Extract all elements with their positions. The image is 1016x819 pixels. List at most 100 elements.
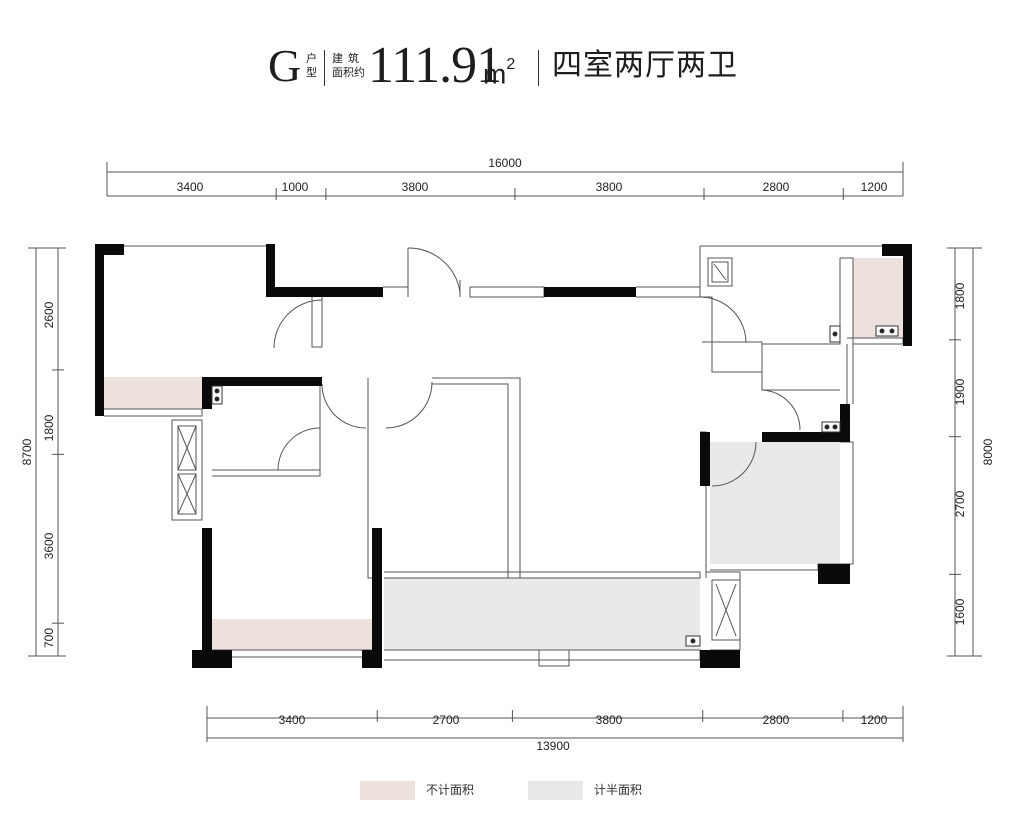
title-divider <box>324 50 325 86</box>
dim-bottom-1: 3400 <box>279 713 306 727</box>
kitchen-wall <box>700 258 841 373</box>
bedroom3-door-swing <box>385 381 433 429</box>
unit-type-letter: G <box>268 40 302 91</box>
title-divider-2 <box>538 50 539 86</box>
not-counted-area-bay-window-1 <box>104 377 202 409</box>
legend-label-half-counted: 计半面积 <box>594 783 643 797</box>
bath1-door-swing <box>277 427 321 471</box>
fixture-3-dot-a <box>824 424 830 430</box>
wall-west-upper <box>95 244 104 416</box>
area-value: 111.91 <box>368 37 502 94</box>
wall-top-left-step <box>266 244 275 297</box>
side-window-pane-2 <box>177 473 197 515</box>
layout-description: 四室两厅两卫 <box>552 49 738 82</box>
wall-bottom-mid <box>372 528 382 650</box>
bedroom2-door-swing <box>321 383 367 429</box>
area-label-bottom: 面积约 <box>332 67 365 79</box>
balcony-door-swing <box>711 441 757 487</box>
hall-top-wall <box>383 248 409 297</box>
fixture-2-dot <box>832 331 838 337</box>
wall-east-upper <box>903 244 912 346</box>
side-window-frame <box>171 419 203 521</box>
corridor-wall-a <box>469 286 545 298</box>
bedroom-wall <box>212 384 321 471</box>
legend-swatch-not-counted <box>360 781 415 800</box>
dim-bottom-2: 2700 <box>433 713 460 727</box>
dim-top-3: 3800 <box>402 180 429 194</box>
wall-sw-corner <box>192 650 232 668</box>
dim-top-6: 1200 <box>861 180 888 194</box>
wall-se-foot <box>700 650 740 668</box>
dim-bottom-4: 2800 <box>763 713 790 727</box>
dim-right-3: 2700 <box>953 490 967 517</box>
fixture-3-dot-b <box>832 424 838 430</box>
partition-2 <box>432 377 521 579</box>
wall-bath-south <box>762 432 850 442</box>
wall-bedroom-mid <box>202 377 322 386</box>
wall-nw-corner <box>95 244 124 255</box>
kitchen-door-swing <box>699 296 747 343</box>
balcony-door-step <box>538 649 570 667</box>
walls <box>95 244 912 668</box>
bay-window-3-edge <box>847 337 904 345</box>
living-wall-left <box>311 297 323 348</box>
wall-bedroom-mid-v <box>202 377 212 409</box>
dim-left-4: 700 <box>42 628 56 648</box>
dim-top-5: 2800 <box>763 180 790 194</box>
wall-top-center <box>544 287 636 297</box>
dim-left-1: 2600 <box>42 301 56 328</box>
area-fills <box>104 258 903 650</box>
legend-label-not-counted: 不计面积 <box>426 783 475 797</box>
dim-right-total: 8000 <box>981 438 995 465</box>
half-counted-area-balcony-2 <box>710 442 840 564</box>
wall-bath-east <box>840 404 850 442</box>
dim-top-total: 16000 <box>488 156 522 170</box>
not-counted-area-bay-window-3 <box>212 619 372 650</box>
plan-title: G 户 型 建 筑 面积约 111.91 m2 四室两厅两卫 <box>0 38 1016 98</box>
fixture-4-dot-b <box>889 328 895 334</box>
unit-type-suffix-bottom: 型 <box>306 67 317 79</box>
dimension-ticks <box>52 188 961 722</box>
dim-left-total: 8700 <box>20 438 34 465</box>
side-window <box>171 257 741 641</box>
fixture-1-dot-a <box>214 388 220 394</box>
bath2-door-swing <box>761 389 801 431</box>
dim-right-1: 1800 <box>953 282 967 309</box>
fixture-4-dot-a <box>879 328 885 334</box>
bay-window-bottom-2 <box>212 649 373 658</box>
dim-right-2: 1900 <box>953 378 967 405</box>
entry-door-swing <box>407 247 461 297</box>
legend-swatch-half-counted <box>528 781 583 800</box>
half-counted-area-balcony-1 <box>384 578 700 650</box>
door-swings <box>273 247 801 487</box>
corridor-wall-b <box>636 246 701 298</box>
fixture-1-dot-b <box>214 396 220 402</box>
dim-left-2: 1800 <box>42 414 56 441</box>
dim-bottom-5: 1200 <box>861 713 888 727</box>
bedroom-wall-b <box>212 468 321 477</box>
bathroom-lower-right <box>706 571 741 651</box>
fixtures <box>211 325 899 647</box>
dim-left-3: 3600 <box>42 532 56 559</box>
bathtub <box>707 257 733 287</box>
side-window-pane-1 <box>177 425 197 471</box>
dim-top-1: 3400 <box>177 180 204 194</box>
fixture-5-dot <box>690 638 696 644</box>
fixture-3 <box>821 421 841 433</box>
dimension-labels: 16000 3400 1000 3800 3800 2800 1200 3400… <box>20 156 995 753</box>
balcony-window-cross <box>715 583 737 637</box>
wall-east-lower <box>818 564 850 584</box>
bay-window-bottom <box>104 408 203 417</box>
dim-right-4: 1600 <box>953 598 967 625</box>
balcony-window-frame <box>711 579 741 641</box>
fixture-1 <box>211 385 223 405</box>
area-label-top: 建 筑 <box>332 53 361 65</box>
dim-bottom-total: 13900 <box>536 739 570 753</box>
bedroom1-door-swing <box>273 299 323 349</box>
wall-top-left-horizontal <box>266 287 383 297</box>
unit-type-suffix-top: 户 <box>306 53 317 65</box>
balcony-bottom <box>384 649 701 661</box>
wall-living-east <box>700 432 710 486</box>
interior-lines <box>104 245 904 667</box>
